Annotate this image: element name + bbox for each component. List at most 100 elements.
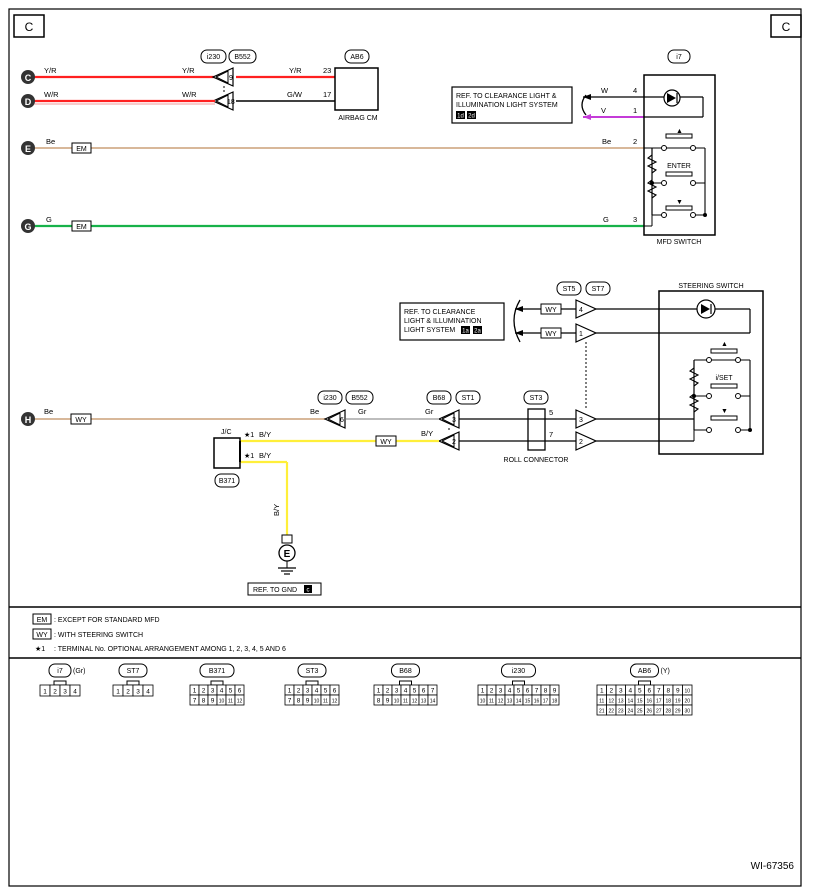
- jc-box: [213, 437, 241, 469]
- svg-text:: WITH STEERING SWITCH: : WITH STEERING SWITCH: [54, 632, 143, 639]
- connector-pin: 21: [599, 709, 605, 715]
- svg-text:(Gr): (Gr): [73, 668, 85, 675]
- svg-text:LIGHT & ILLUMINATION: LIGHT & ILLUMINATION: [404, 318, 482, 325]
- connector-pin: 6: [647, 688, 651, 695]
- connector-pin: 11: [489, 699, 494, 705]
- connector-pin: 4: [628, 688, 632, 695]
- connector-pin: 3: [63, 689, 67, 696]
- svg-text:W/R: W/R: [182, 90, 197, 99]
- svg-text:W/R: W/R: [44, 90, 59, 99]
- svg-text:Gr: Gr: [358, 407, 367, 416]
- svg-text:5: 5: [549, 408, 553, 417]
- svg-text:EM: EM: [76, 224, 87, 231]
- connector-pin: 6: [238, 688, 242, 695]
- svg-text:: TERMINAL No. OPTIONAL ARRANG: : TERMINAL No. OPTIONAL ARRANGEMENT AMON…: [54, 646, 286, 653]
- svg-text:2a: 2a: [474, 329, 481, 335]
- connector-pin: 3: [619, 688, 623, 695]
- connector-pin: 13: [507, 699, 513, 705]
- svg-text:2: 2: [633, 137, 637, 146]
- svg-text:2: 2: [452, 439, 456, 446]
- svg-text:WY: WY: [380, 439, 392, 446]
- connector-pin: 24: [627, 709, 633, 715]
- svg-text:B552: B552: [234, 54, 250, 61]
- connector-pin: 16: [646, 699, 652, 705]
- connector-pin: 3: [499, 688, 503, 695]
- connector-pin: 6: [422, 688, 426, 695]
- connector-pin: 1: [288, 688, 292, 695]
- connector-pin: 7: [535, 688, 539, 695]
- entry-d-marker: [21, 94, 35, 108]
- connector-pin: 5: [413, 688, 417, 695]
- mfd-switch-label: MFD SWITCH: [657, 239, 702, 246]
- connector-pin: 8: [297, 698, 301, 705]
- corner-box-right: [770, 14, 802, 38]
- svg-text:E: E: [284, 549, 291, 560]
- svg-text:ST3: ST3: [530, 395, 543, 402]
- connector-pin: 1: [600, 688, 604, 695]
- corner-box-left: [13, 14, 45, 38]
- connector-b552-tag: [228, 49, 257, 64]
- connector-pin: 11: [323, 699, 328, 705]
- svg-text:G: G: [24, 222, 31, 232]
- connector-pin: 4: [508, 688, 512, 695]
- entry-c-label: C: [25, 73, 32, 83]
- svg-text:B/Y: B/Y: [259, 430, 271, 439]
- connector-pin: 11: [403, 699, 408, 705]
- connector-pin: 6: [526, 688, 530, 695]
- connector-pin: 30: [684, 709, 690, 715]
- wire-c-mid-label: Y/R: [182, 66, 195, 75]
- connector-pin: 18: [552, 699, 558, 705]
- figure-id: WI-67356: [751, 861, 795, 872]
- connector-pin: 13: [618, 699, 624, 705]
- connector-pin: 6: [333, 688, 337, 695]
- svg-text:WY: WY: [545, 331, 557, 338]
- connector-pin: 7: [193, 698, 197, 705]
- em-tag-g: [71, 220, 92, 232]
- connector-pin: 12: [332, 699, 338, 705]
- connector-pin: 11: [599, 699, 604, 705]
- svg-text:2: 2: [579, 439, 583, 446]
- connector-pin: 11: [228, 699, 233, 705]
- svg-text:i230: i230: [207, 54, 220, 61]
- svg-text:6: 6: [340, 417, 344, 424]
- svg-text:EM: EM: [76, 146, 87, 153]
- connector-pin: 26: [646, 709, 652, 715]
- connector-pin: 1: [193, 688, 197, 695]
- steering-switch-label: STEERING SWITCH: [678, 283, 743, 290]
- svg-text:i/SET: i/SET: [715, 375, 733, 382]
- ref-gnd-box: [247, 582, 322, 596]
- wire-c-left-label: Y/R: [44, 66, 57, 75]
- svg-text:WY: WY: [75, 417, 87, 424]
- svg-text:▼: ▼: [721, 408, 728, 415]
- svg-text:4: 4: [579, 307, 583, 314]
- connector-pin: 8: [377, 698, 381, 705]
- svg-text:REF. TO CLEARANCE: REF. TO CLEARANCE: [404, 309, 476, 316]
- svg-text:c: c: [307, 588, 310, 594]
- connector-pin: 5: [517, 688, 521, 695]
- svg-text:1a: 1a: [462, 329, 469, 335]
- svg-text:G: G: [46, 215, 52, 224]
- svg-text:1: 1: [633, 106, 637, 115]
- svg-text:Gr: Gr: [425, 407, 434, 416]
- svg-text:REF. TO GND: REF. TO GND: [253, 587, 297, 594]
- connector-pin: 7: [288, 698, 292, 705]
- svg-text:Be: Be: [46, 137, 55, 146]
- connector-pin: 17: [656, 699, 662, 705]
- svg-text:B371: B371: [219, 478, 235, 485]
- connector-pin: 14: [430, 699, 436, 705]
- connector-pin: 13: [421, 699, 427, 705]
- svg-text:LIGHT SYSTEM: LIGHT SYSTEM: [404, 327, 455, 334]
- svg-text:B/Y: B/Y: [421, 429, 433, 438]
- wire-c-right-label: Y/R: [289, 66, 302, 75]
- svg-text:WY: WY: [36, 632, 48, 639]
- connector-pin: 1: [377, 688, 381, 695]
- connector-pin: 7: [657, 688, 661, 695]
- svg-text:ST5: ST5: [563, 286, 576, 293]
- connector-pin: 14: [627, 699, 633, 705]
- connector-pin: 2: [202, 688, 206, 695]
- connector-pin: 9: [306, 698, 310, 705]
